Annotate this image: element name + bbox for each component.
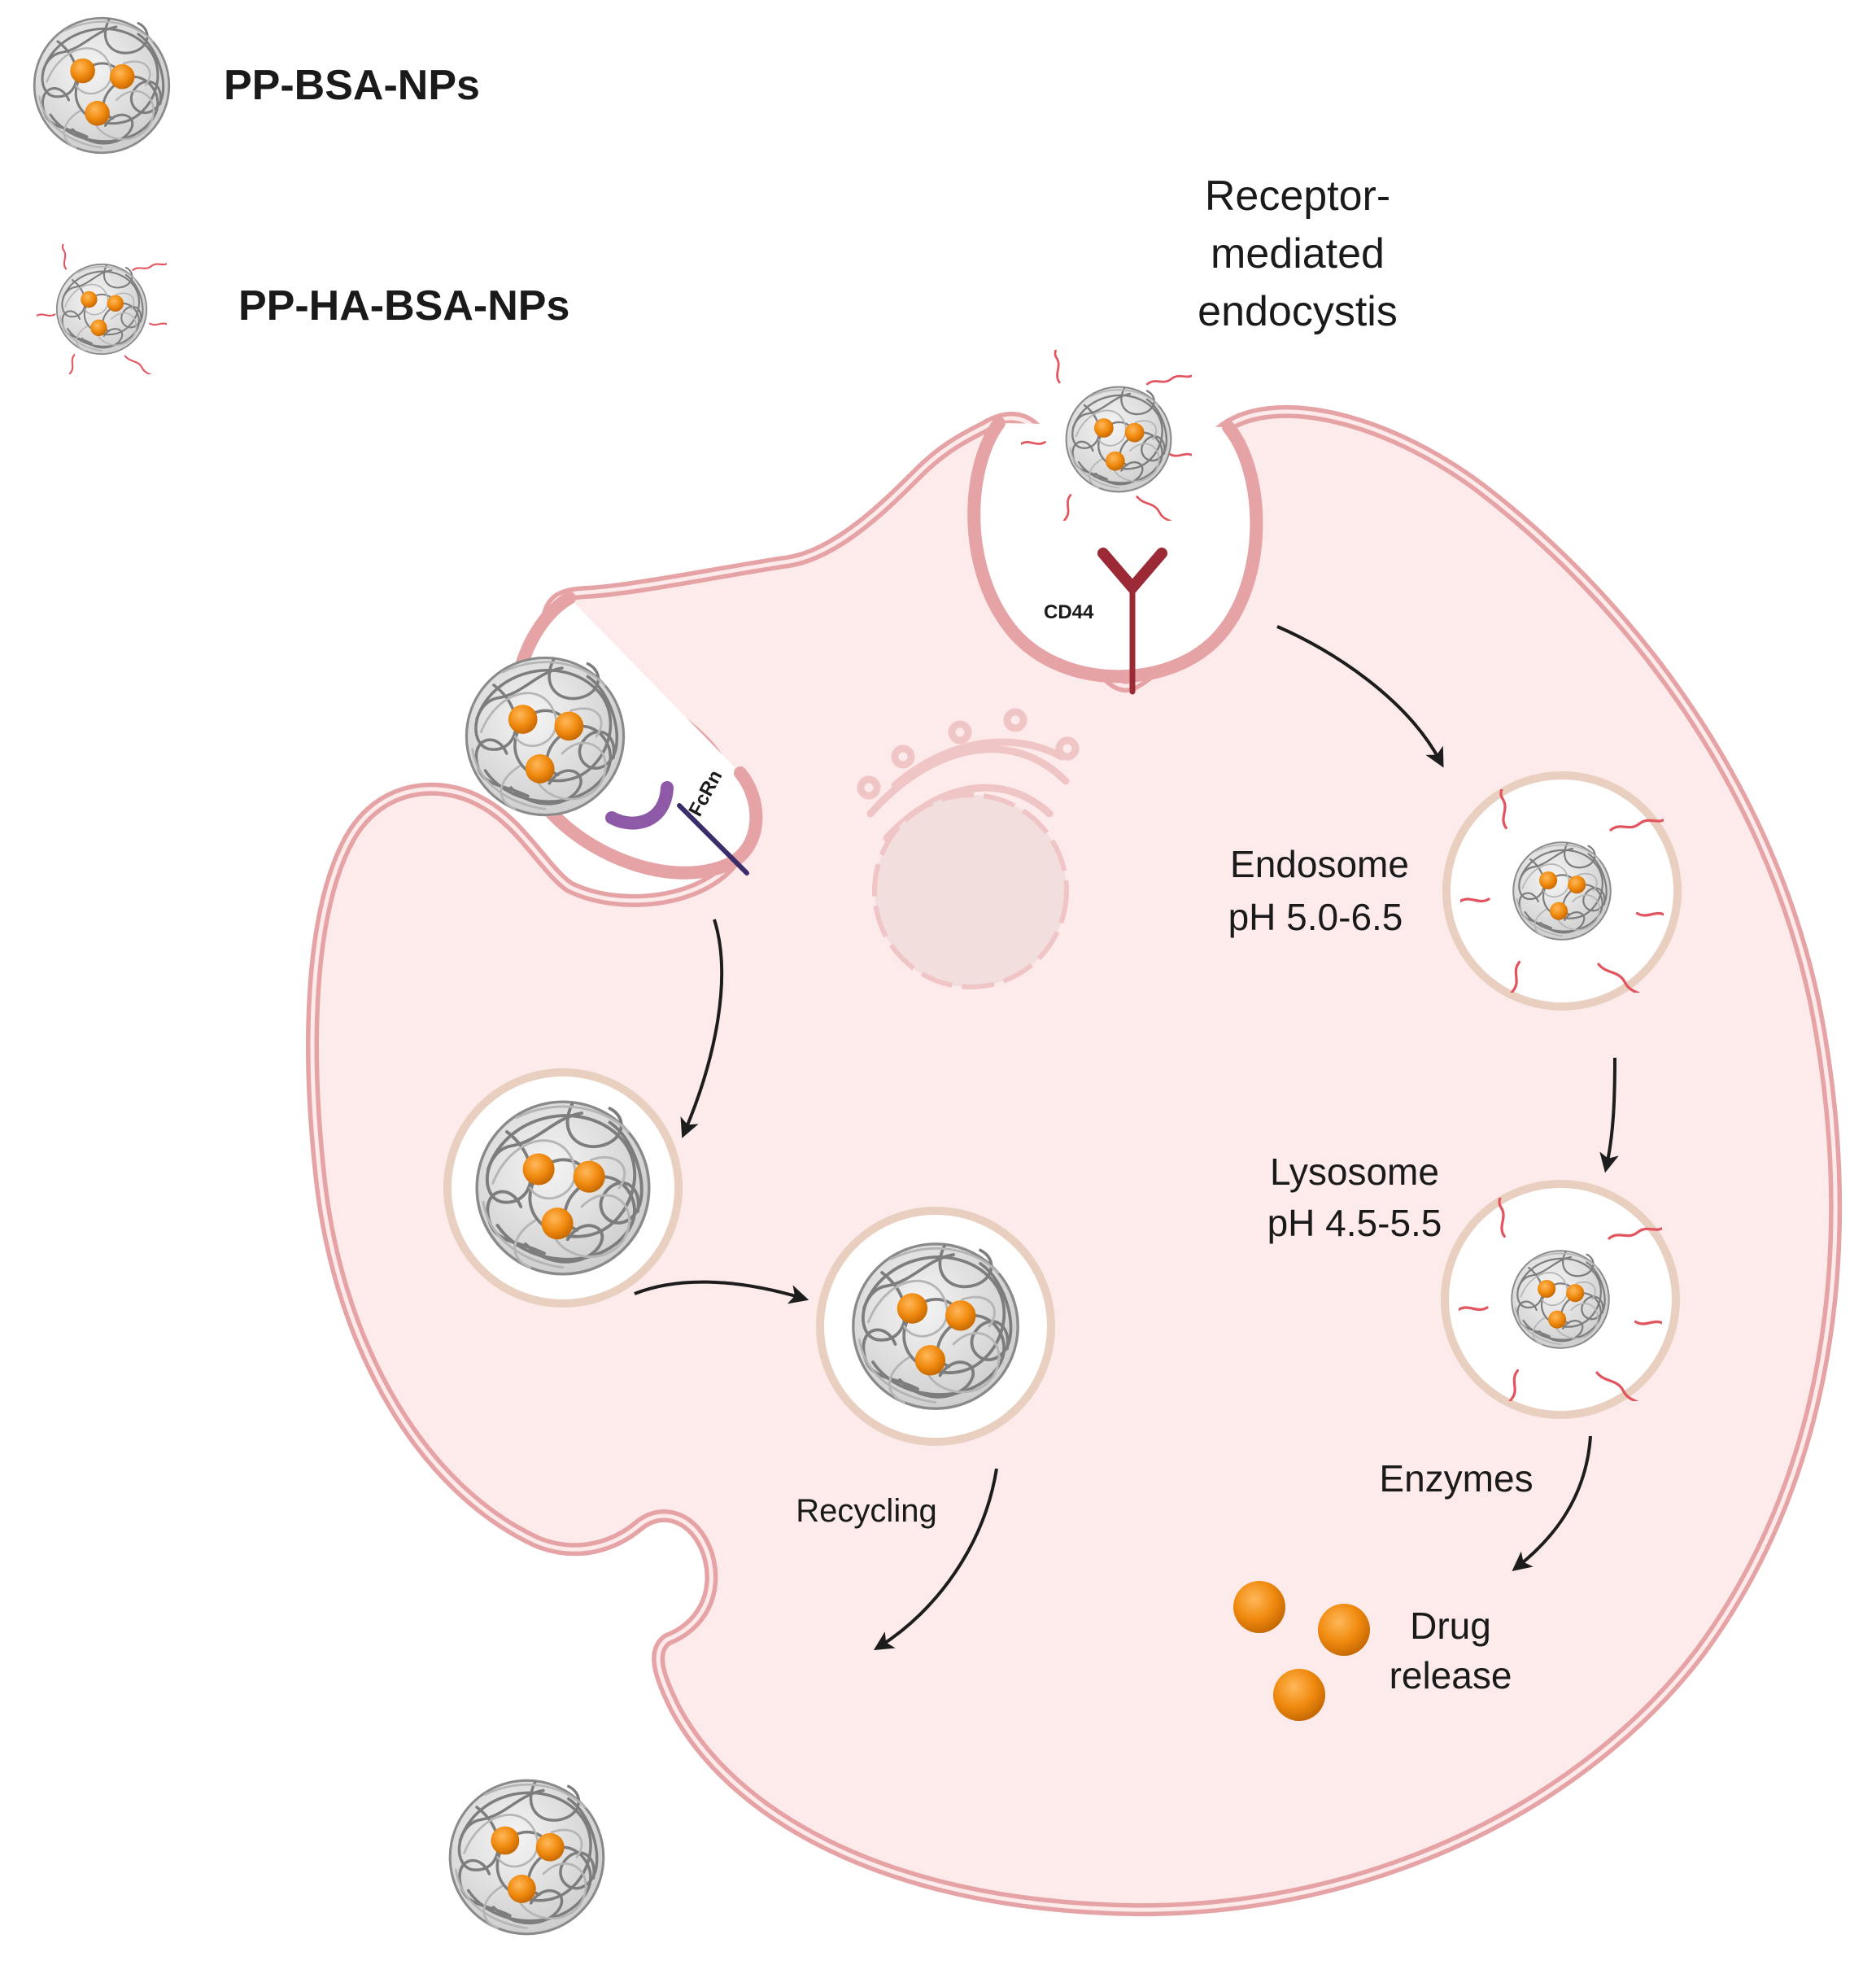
drug-release-label-line-1: Drug <box>1410 1605 1491 1647</box>
endosome-label: Endosome pH 5.0-6.5 <box>1228 843 1409 938</box>
legend-bsa-label: PP-BSA-NPs <box>224 62 480 109</box>
receptor-label-line-1: Receptor- <box>1205 172 1390 220</box>
cd44-label: CD44 <box>1044 601 1094 623</box>
endosome-label-name: Endosome <box>1230 843 1409 885</box>
cd44-pocket <box>967 417 1263 683</box>
recycling-label: Recycling <box>796 1493 936 1529</box>
legend-ha-label: PP-HA-BSA-NPs <box>238 282 569 330</box>
cd44-receptor <box>1097 548 1167 695</box>
arrow-vesicle-to-recycling <box>634 1280 809 1304</box>
arrow-endosome-to-lysosome <box>1599 1057 1619 1173</box>
vesicle-left-upper <box>443 1068 683 1308</box>
legend-ha-particle <box>37 244 167 374</box>
nucleus <box>872 793 1069 989</box>
drug-release-label: Drug release <box>1390 1605 1512 1696</box>
endosome <box>1442 771 1682 1011</box>
arrows <box>634 625 1619 1651</box>
golgi-apparatus <box>857 708 1080 842</box>
vesicle-recycling <box>816 1207 1055 1446</box>
lysosome-label-name: Lysosome <box>1270 1151 1439 1193</box>
lysosome <box>1441 1180 1680 1419</box>
legend-bsa-particle <box>33 16 171 155</box>
receptor-label: Receptor- mediated endocystis <box>1198 172 1398 335</box>
arrow-enzymes-to-drug <box>1512 1435 1592 1571</box>
released-bsa-particle <box>448 1779 605 1936</box>
arrow-cd44-to-endosome <box>1276 625 1444 768</box>
endosome-label-ph: pH 5.0-6.5 <box>1228 896 1403 938</box>
receptor-label-line-2: mediated <box>1211 230 1385 277</box>
drug-release-label-line-2: release <box>1390 1654 1512 1696</box>
lysosome-label: Lysosome pH 4.5-5.5 <box>1267 1151 1442 1244</box>
released-drugs <box>1233 1581 1370 1721</box>
lysosome-label-ph: pH 4.5-5.5 <box>1267 1202 1442 1244</box>
bsa-particle-fcrn <box>465 656 626 817</box>
arrow-fcrn-to-vesicle <box>680 919 724 1138</box>
arrow-recycling-out <box>873 1468 998 1651</box>
receptor-label-line-3: endocystis <box>1198 288 1398 335</box>
enzymes-label: Enzymes <box>1379 1457 1533 1500</box>
fcrn-receptor <box>605 781 749 876</box>
